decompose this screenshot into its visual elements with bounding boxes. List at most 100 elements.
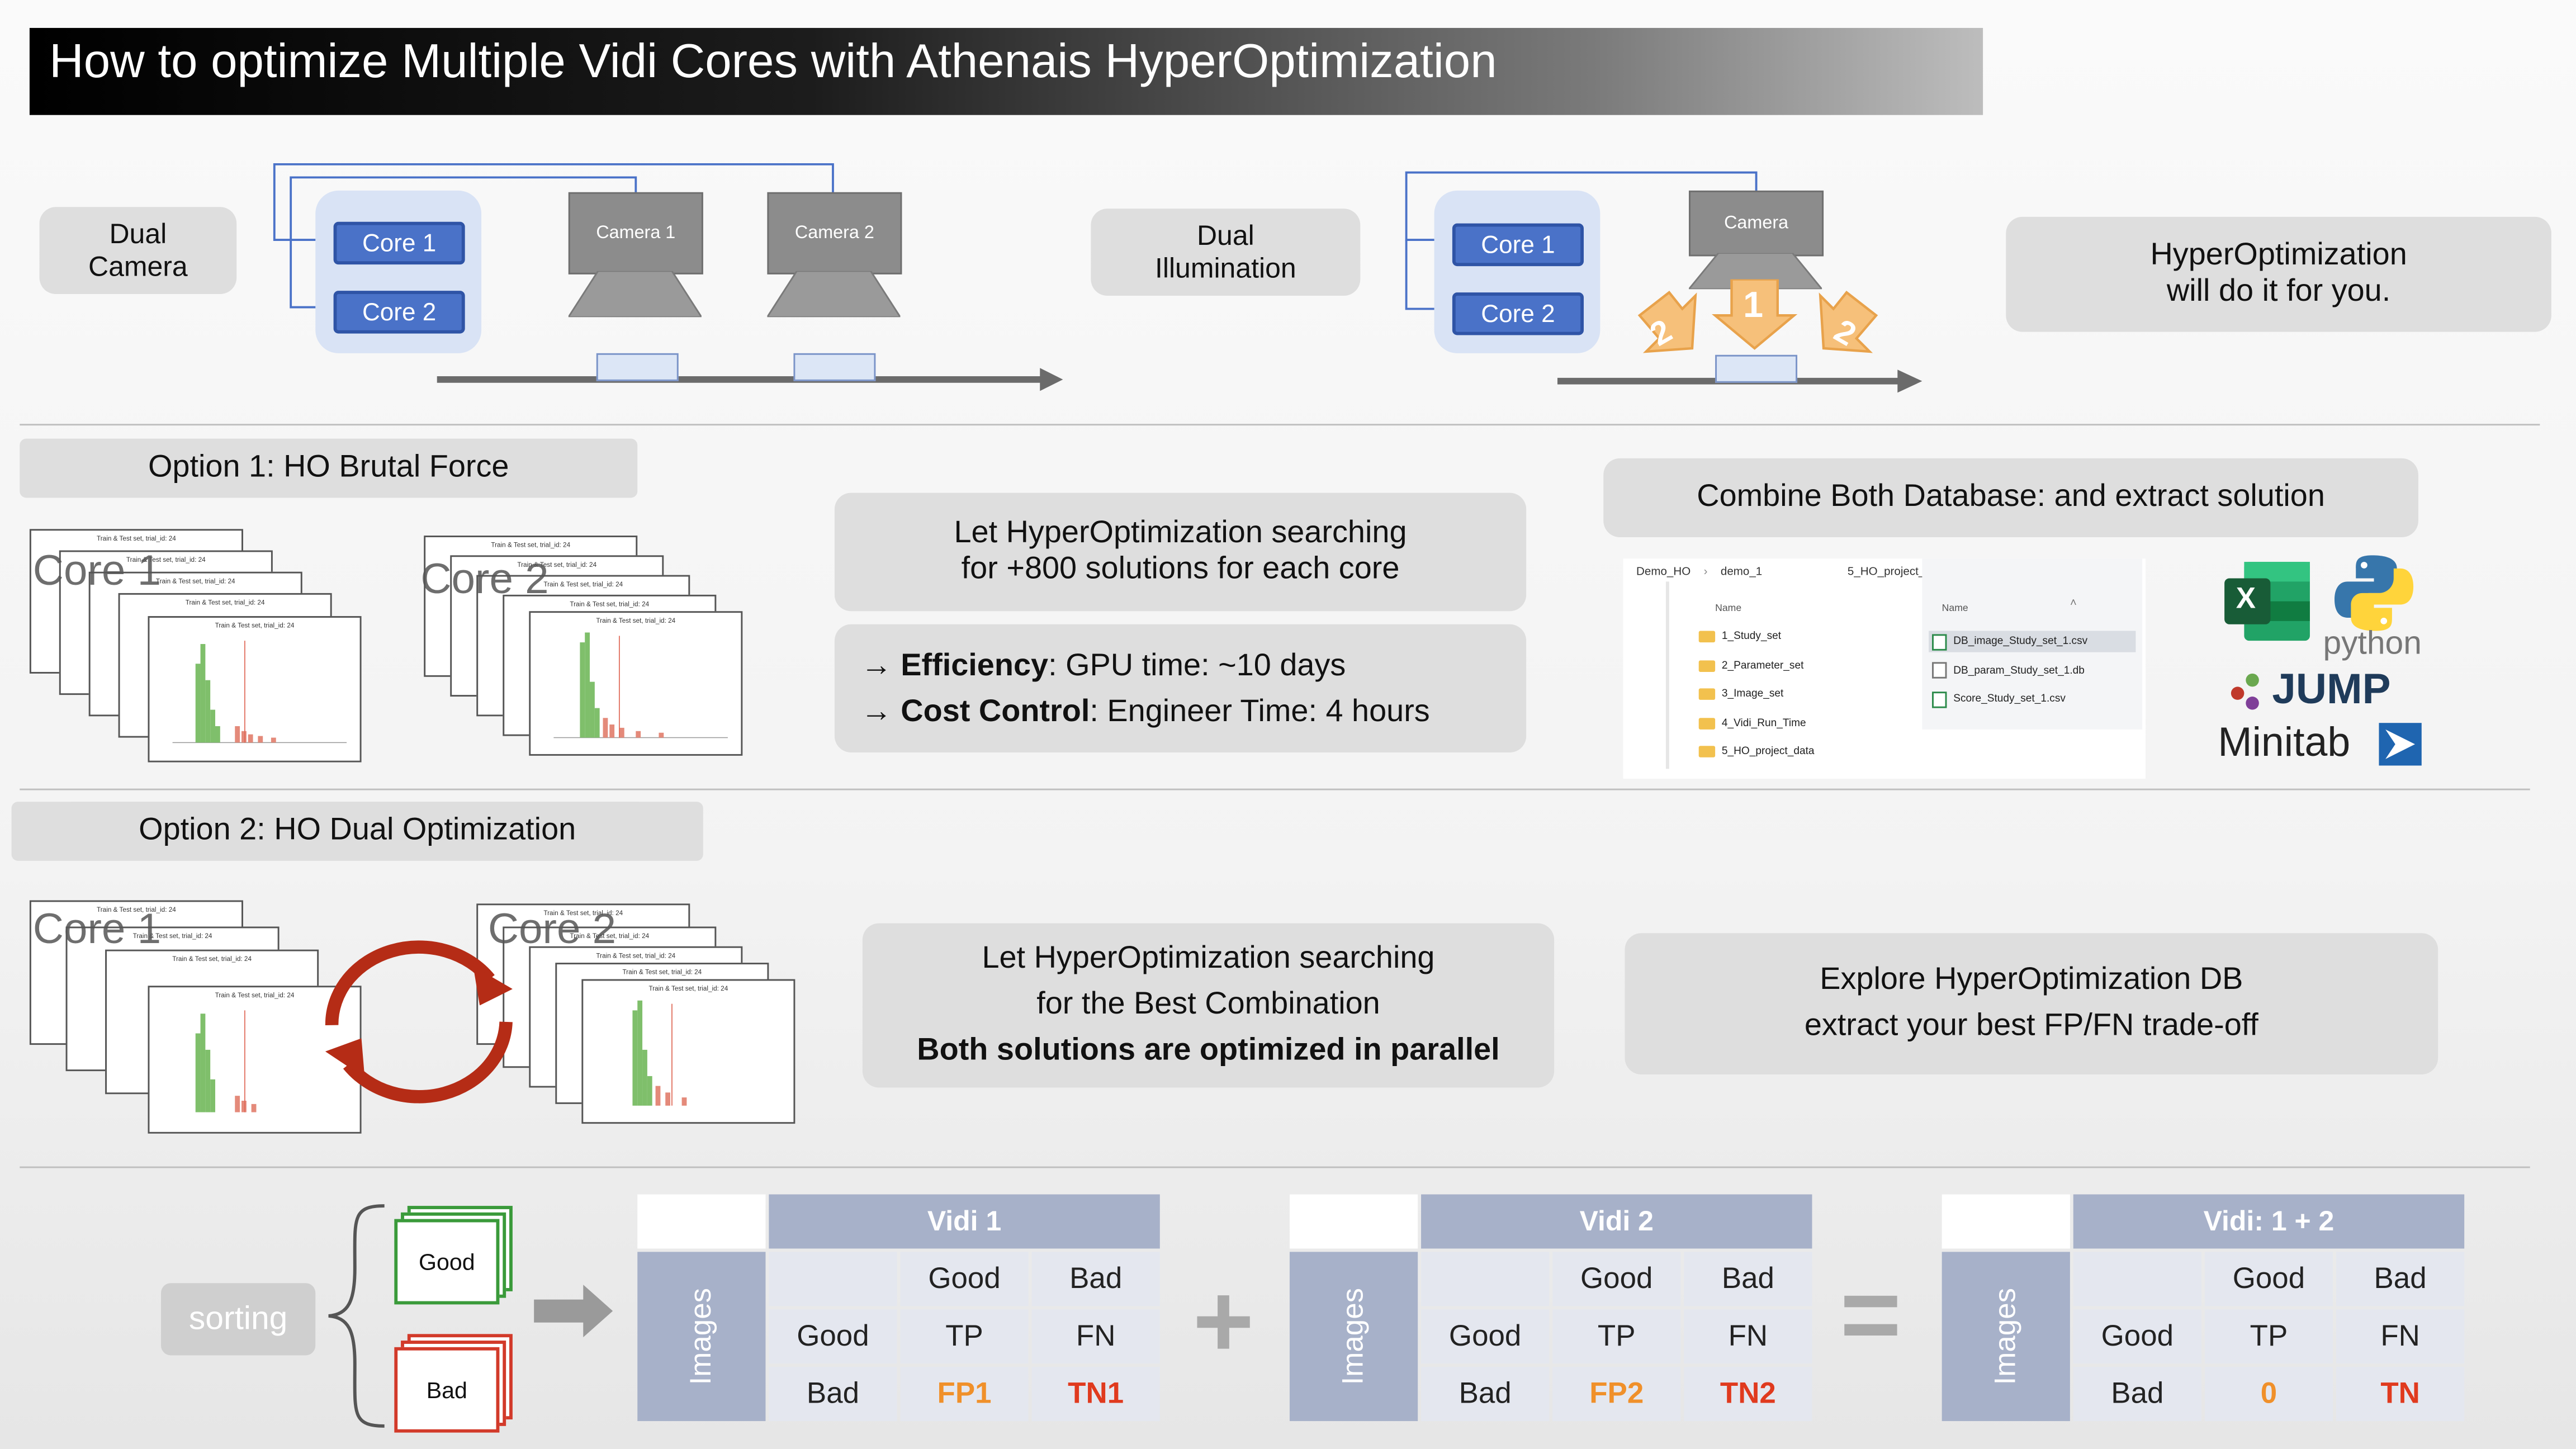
csv-file-icon (1932, 633, 1947, 650)
cost-line: → Cost Control: Engineer Time: 4 hours (861, 690, 1430, 736)
csv-file-icon (1932, 690, 1947, 708)
row-header-bad: Bad (769, 1367, 897, 1422)
header-blank-cell (2073, 1252, 2201, 1306)
folder-item[interactable]: 2_Parameter_set (1698, 659, 1804, 671)
histogram-plot-icon (553, 632, 728, 738)
col-header-bad: Bad (2336, 1252, 2465, 1306)
explore-db-box: Explore HyperOptimization DB extract you… (1625, 933, 2438, 1074)
arrow-right-icon (534, 1285, 613, 1338)
file-item[interactable]: DB_param_Study_set_1.db (1929, 660, 2135, 681)
divider-3 (20, 1166, 2530, 1168)
core-1-ghost-label: Core 1 (32, 545, 162, 595)
efficiency-value: : GPU time: ~10 days (1048, 648, 1346, 684)
folder-name: 2_Parameter_set (1721, 659, 1804, 671)
corner-cell (637, 1194, 766, 1249)
file-pane-header: Name (1942, 604, 1968, 615)
breadcrumb-item[interactable]: Demo_HO (1636, 566, 1691, 579)
dual-camera-connectors (273, 163, 1063, 391)
file-item[interactable]: Score_Study_set_1.csv (1929, 688, 2135, 709)
good-doc: Good (394, 1219, 500, 1305)
folder-name: 1_Study_set (1721, 631, 1782, 643)
option-2-label: Option 2: HO Dual Optimization (11, 802, 703, 861)
option-1-label: Option 1: HO Brutal Force (20, 438, 638, 498)
col-header-bad: Bad (1684, 1252, 1812, 1306)
file-item-selected[interactable]: DB_image_Study_set_1.csv (1929, 631, 2136, 652)
col-header-good: Good (1552, 1252, 1681, 1306)
folder-item[interactable]: 1_Study_set (1698, 631, 1782, 643)
cost-control-value: : Engineer Time: 4 hours (1090, 695, 1430, 730)
python-logo-icon (2334, 555, 2414, 631)
divider-2 (20, 788, 2530, 790)
histogram-card-front: Train & Test set, trial_id: 24 (148, 986, 362, 1134)
core-1-ghost-label-opt2: Core 1 (32, 903, 162, 953)
row-axis-text: Images (1988, 1287, 2022, 1385)
row-axis-label: Images (1942, 1252, 2070, 1422)
core-2-button-right[interactable]: Core 2 (1452, 292, 1584, 335)
folder-name: 4_Vidi_Run_Time (1721, 717, 1806, 729)
histogram-card-front: Train & Test set, trial_id: 24 (148, 616, 362, 763)
table-title: Vidi 1 (769, 1194, 1160, 1249)
camera-2: Camera 2 (767, 192, 902, 274)
file-explorer: Demo_HO › demo_1 5_HO_project_data ⌄ ↻ N… (1623, 558, 2146, 779)
sorting-box: sorting (161, 1283, 316, 1356)
plus-sign: + (1192, 1261, 1254, 1380)
cell-fn: FN (1031, 1309, 1160, 1364)
explore-db-line-2: extract your best FP/FN trade-off (1804, 1008, 2258, 1044)
jump-logo-icon (2231, 673, 2259, 710)
option-1-search-box: Let HyperOptimization searching for +800… (834, 493, 1527, 612)
cell-tp: TP (1552, 1309, 1681, 1364)
folder-icon (1698, 659, 1716, 671)
folder-icon (1698, 717, 1716, 729)
equals-sign: = (1840, 1255, 1902, 1374)
database-file-icon (1932, 662, 1947, 679)
sort-up-icon[interactable]: ˄ (2070, 598, 2077, 610)
python-logo-text: python (2323, 626, 2422, 662)
row-axis-text: Images (1336, 1287, 1370, 1385)
core-2-ghost-label-opt2: Core 2 (487, 903, 617, 953)
folder-item[interactable]: 5_HO_project_data (1698, 746, 1815, 757)
explore-db-line-1: Explore HyperOptimization DB (1820, 963, 2243, 997)
option-1-search-line-2: for +800 solutions for each core (961, 552, 1400, 587)
ho-does-it-line-1: HyperOptimization (2150, 238, 2407, 273)
cell-tn: TN2 (1684, 1367, 1812, 1422)
table-title: Vidi 2 (1421, 1194, 1812, 1249)
option-2-search-line-1: Let HyperOptimization searching (982, 941, 1435, 976)
header-blank-cell (769, 1252, 897, 1306)
camera-lens-icon (1689, 253, 1822, 290)
efficiency-box: → Efficiency: GPU time: ~10 days → Cost … (834, 624, 1527, 752)
option-2-search-line-2: for the Best Combination (1036, 987, 1380, 1022)
core-1-button-right[interactable]: Core 1 (1452, 223, 1584, 267)
core-2-button[interactable]: Core 2 (333, 291, 465, 334)
cycle-arrows-icon (325, 940, 513, 1104)
core-1-button[interactable]: Core 1 (333, 221, 465, 265)
core-2-ghost-label: Core 2 (420, 553, 549, 603)
histogram-stack-core-1-opt2: Train & Test set, trial_id: 24 Train & T… (29, 900, 362, 1134)
row-axis-text: Images (684, 1287, 717, 1385)
row-header-good: Good (2073, 1309, 2201, 1364)
ho-does-it-box: HyperOptimization will do it for you. (2006, 216, 2551, 332)
illumination-1-label: 1 (1743, 284, 1764, 325)
row-header-good: Good (1421, 1309, 1550, 1364)
illumination-arrows-icon (1637, 279, 1878, 353)
minitab-logo-icon (2379, 723, 2422, 766)
histogram-stack-core-2-opt2: Train & Test set, trial_id: 24 Train & T… (476, 903, 798, 1124)
camera-2-lens-icon (767, 271, 901, 318)
breadcrumb-item[interactable]: demo_1 (1720, 566, 1763, 579)
histogram-card-front: Train & Test set, trial_id: 24 (581, 979, 795, 1124)
table-title: Vidi: 1 + 2 (2073, 1194, 2465, 1249)
folder-item[interactable]: 3_Image_set (1698, 688, 1784, 700)
histogram-card-front: Train & Test set, trial_id: 24 (529, 611, 743, 756)
histogram-stack-core-2: Train & Test set, trial_id: 24 Train & T… (424, 536, 744, 756)
dual-camera-line-2: Camera (88, 250, 188, 282)
brace-icon (328, 1204, 385, 1428)
folder-name: 3_Image_set (1721, 688, 1784, 700)
histogram-plot-icon (172, 641, 347, 744)
jump-logo-text: JUMP (2272, 664, 2391, 713)
corner-cell (1289, 1194, 1418, 1249)
folder-item[interactable]: 4_Vidi_Run_Time (1698, 717, 1806, 729)
col-header-bad: Bad (1031, 1252, 1160, 1306)
